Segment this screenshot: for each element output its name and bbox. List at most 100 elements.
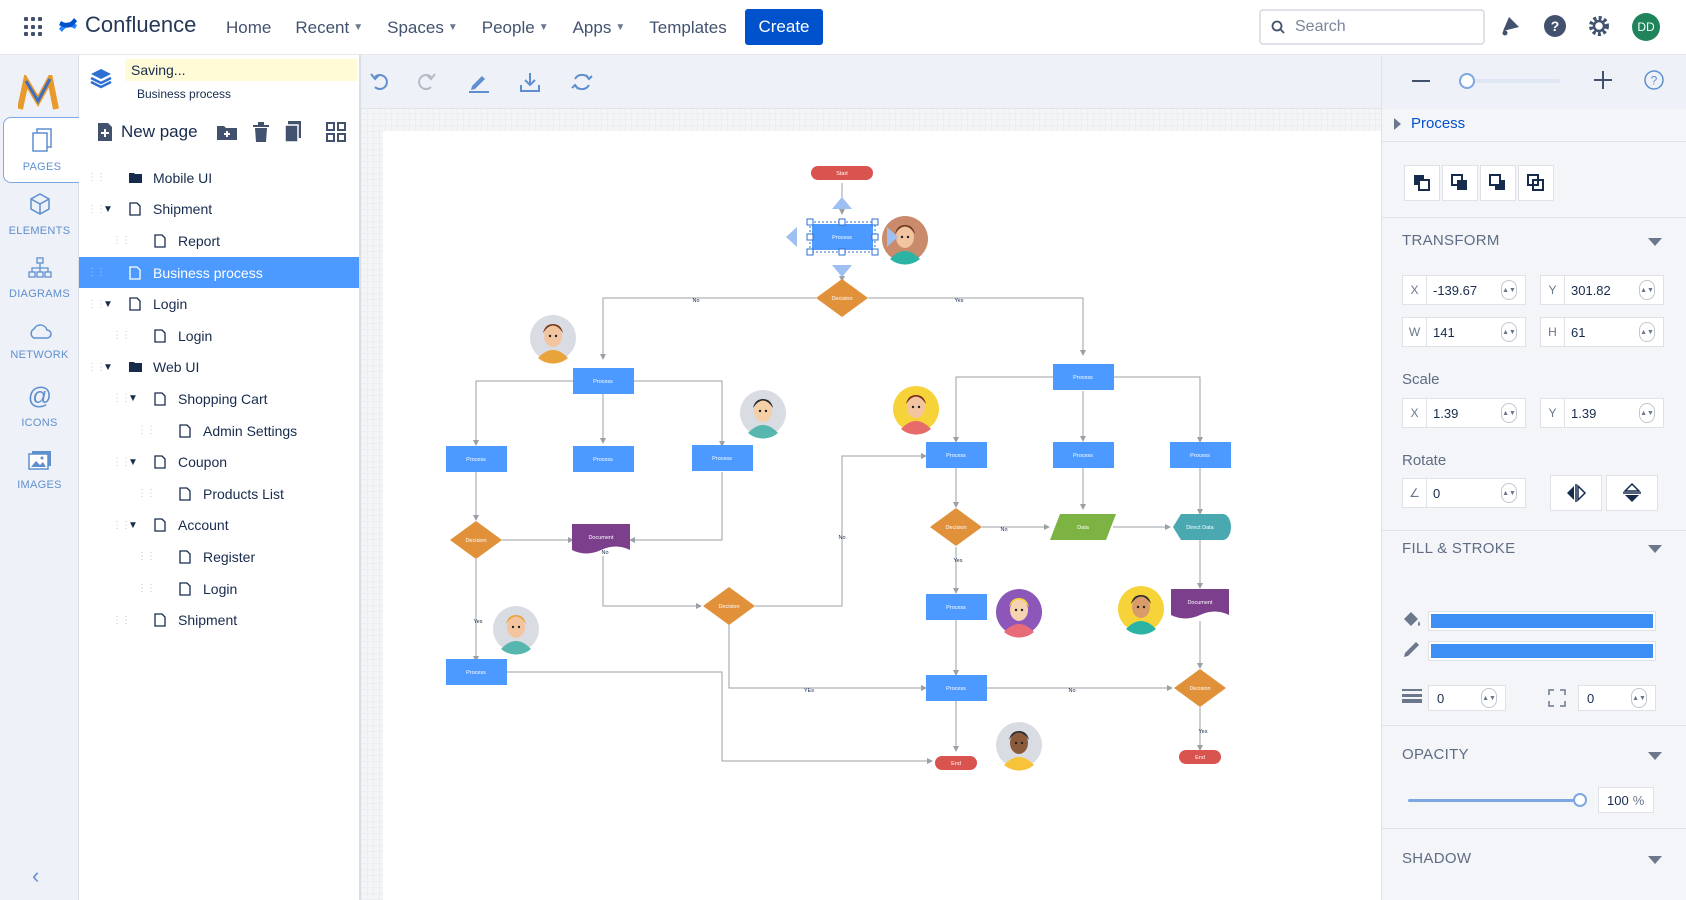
refresh-icon[interactable] — [571, 71, 593, 93]
expand-toggle-icon[interactable]: ▼ — [103, 298, 113, 310]
zoom-out-icon[interactable] — [1412, 79, 1430, 83]
scale-y-stepper-icon[interactable]: ▲▼ — [1639, 403, 1655, 423]
decision-shape[interactable]: Decision — [816, 279, 868, 317]
rail-item-network[interactable]: NETWORK — [0, 309, 79, 375]
tree-item[interactable]: ⋮⋮▼Login — [79, 288, 359, 320]
expand-toggle-icon[interactable]: ▼ — [103, 203, 113, 215]
person-avatar-icon[interactable] — [493, 606, 539, 655]
person-avatar-icon[interactable] — [996, 589, 1042, 638]
tree-item[interactable]: ⋮⋮▼Shipment — [79, 194, 359, 226]
process-shape[interactable]: Process — [1170, 442, 1231, 468]
drag-handle-icon[interactable]: ⋮⋮ — [87, 361, 106, 373]
nav-recent[interactable]: Recent▼ — [295, 18, 363, 38]
x-position-field[interactable]: X-139.67▲▼ — [1402, 275, 1526, 305]
grid-view-icon[interactable] — [325, 122, 346, 142]
tree-item[interactable]: ⋮⋮Admin Settings — [79, 415, 359, 447]
end-terminal-shape[interactable]: End — [935, 756, 977, 770]
notifications-icon[interactable] — [1499, 13, 1521, 37]
confluence-logo[interactable]: Confluence — [57, 12, 196, 38]
y-stepper-icon[interactable]: ▲▼ — [1639, 280, 1655, 300]
help-circle-icon[interactable]: ? — [1644, 70, 1664, 90]
process-shape[interactable]: Process — [926, 442, 987, 468]
process-shape[interactable]: Process — [573, 368, 634, 394]
undo-icon[interactable] — [369, 71, 391, 91]
zoom-in-icon[interactable] — [1594, 71, 1612, 89]
connector-line[interactable] — [629, 472, 723, 543]
zoom-slider-handle[interactable] — [1459, 73, 1475, 89]
connector-line[interactable] — [602, 556, 702, 609]
nav-home[interactable]: Home — [226, 18, 271, 38]
person-avatar-icon[interactable] — [893, 386, 939, 435]
process-shape[interactable]: Process — [1053, 442, 1114, 468]
scale-x-stepper-icon[interactable]: ▲▼ — [1501, 403, 1517, 423]
rail-item-pages[interactable]: PAGES — [3, 117, 80, 183]
decision-shape[interactable]: Decision — [930, 508, 982, 546]
person-avatar-icon[interactable] — [740, 390, 786, 439]
drag-handle-icon[interactable]: ⋮⋮ — [112, 519, 131, 531]
corner-radius-field[interactable]: 0▲▼ — [1578, 685, 1656, 711]
connector-line[interactable] — [755, 453, 927, 607]
process-shape[interactable]: Process — [926, 594, 987, 620]
opacity-slider[interactable] — [1408, 799, 1580, 802]
rail-item-images[interactable]: IMAGES — [0, 437, 79, 503]
end-terminal-shape[interactable]: End — [1179, 750, 1221, 764]
stroke-color-picker[interactable] — [1428, 641, 1656, 661]
edit-pencil-icon[interactable] — [468, 71, 490, 93]
transform-collapse-icon[interactable] — [1648, 238, 1662, 246]
drag-handle-icon[interactable]: ⋮⋮ — [112, 330, 131, 342]
collapse-panel-icon[interactable]: ‹ — [32, 863, 40, 888]
connector-line[interactable] — [603, 380, 725, 447]
expand-toggle-icon[interactable]: ▼ — [103, 361, 113, 373]
tree-item[interactable]: ⋮⋮Mobile UI — [79, 162, 359, 194]
drag-handle-icon[interactable]: ⋮⋮ — [137, 425, 156, 437]
tree-item[interactable]: ⋮⋮Register — [79, 541, 359, 573]
rail-item-diagrams[interactable]: DIAGRAMS — [0, 245, 79, 311]
process-shape[interactable]: Process — [1053, 364, 1114, 390]
person-avatar-icon[interactable] — [1118, 586, 1164, 635]
nav-apps[interactable]: Apps▼ — [573, 18, 626, 38]
bring-forward-button[interactable] — [1442, 165, 1478, 201]
tree-item[interactable]: ⋮⋮Login — [79, 573, 359, 605]
redo-icon[interactable] — [415, 71, 437, 91]
drag-handle-icon[interactable]: ⋮⋮ — [87, 172, 106, 184]
direct-data-shape[interactable]: Direct Data — [1173, 514, 1231, 540]
opacity-field[interactable]: 100% — [1598, 787, 1654, 813]
fill-color-picker[interactable] — [1428, 611, 1656, 631]
connector-line[interactable] — [953, 376, 1083, 443]
drag-handle-icon[interactable]: ⋮⋮ — [112, 393, 131, 405]
selected-shape-header[interactable]: Process — [1394, 115, 1465, 132]
connector-line[interactable] — [728, 606, 927, 691]
width-stepper-icon[interactable]: ▲▼ — [1501, 322, 1517, 342]
connector-line[interactable] — [507, 671, 933, 764]
process-shape[interactable]: Process — [692, 445, 753, 471]
person-avatar-icon[interactable] — [530, 315, 576, 364]
drag-handle-icon[interactable]: ⋮⋮ — [137, 488, 156, 500]
decision-shape[interactable]: Decision — [450, 521, 502, 559]
help-icon[interactable]: ? — [1543, 14, 1567, 38]
corner-radius-stepper-icon[interactable]: ▲▼ — [1631, 688, 1647, 708]
decision-shape[interactable]: Decision — [1174, 669, 1226, 707]
tree-item[interactable]: ⋮⋮▼Web UI — [79, 352, 359, 384]
drag-handle-icon[interactable]: ⋮⋮ — [87, 298, 106, 310]
selected-process-shape[interactable]: Process — [812, 224, 873, 250]
drag-handle-icon[interactable]: ⋮⋮ — [87, 203, 106, 215]
process-shape[interactable]: Process — [446, 659, 507, 685]
connector-line[interactable] — [473, 380, 603, 446]
settings-gear-icon[interactable] — [1587, 14, 1611, 38]
stroke-width-stepper-icon[interactable]: ▲▼ — [1481, 688, 1497, 708]
fill-stroke-collapse-icon[interactable] — [1648, 545, 1662, 553]
decision-shape[interactable]: Decision — [703, 587, 755, 625]
flip-vertical-button[interactable] — [1606, 475, 1658, 511]
nav-templates[interactable]: Templates — [649, 18, 726, 38]
tree-item[interactable]: ⋮⋮Shipment — [79, 604, 359, 636]
document-shape[interactable]: Document — [1171, 589, 1229, 619]
stroke-width-field[interactable]: 0▲▼ — [1428, 685, 1506, 711]
person-avatar-icon[interactable] — [882, 216, 928, 265]
tree-item[interactable]: ⋮⋮▼Coupon — [79, 446, 359, 478]
tree-item[interactable]: ⋮⋮Products List — [79, 478, 359, 510]
expand-toggle-icon[interactable]: ▼ — [128, 519, 138, 531]
user-avatar[interactable]: DD — [1632, 13, 1660, 41]
nav-spaces[interactable]: Spaces▼ — [387, 18, 458, 38]
